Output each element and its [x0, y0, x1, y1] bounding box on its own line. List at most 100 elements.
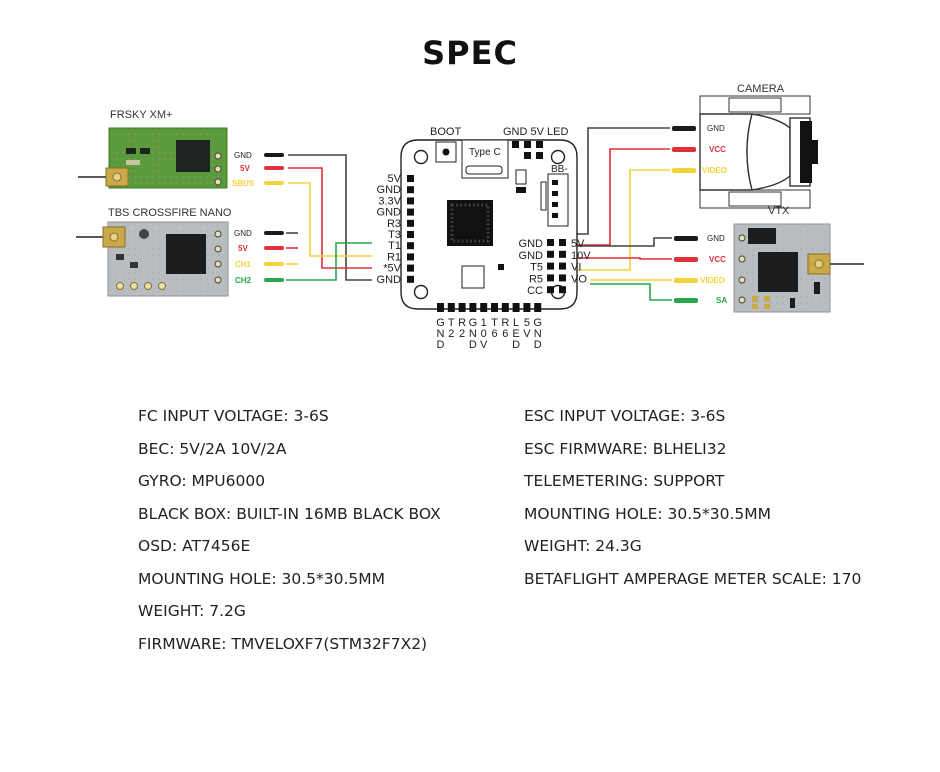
fc-bottom-pad-label: T [448, 317, 455, 329]
fc-bottom-pad-label: D [512, 339, 520, 351]
fc-right-pad-label-inner: GND [519, 238, 544, 250]
fc-right-pad [559, 286, 566, 294]
fc-bottom-pad-label: 0 [481, 328, 487, 340]
wires [286, 127, 672, 301]
fc-left-pad [407, 175, 414, 182]
fc-bottom-pad [523, 303, 531, 312]
fc-right-pad [559, 274, 566, 282]
fc-left-pad-label: *5V [383, 263, 401, 275]
fc-bottom-pad [501, 303, 509, 312]
fc-bottom-pad-label: L [513, 317, 519, 329]
frsky-receiver: FRSKY XM+ GND 5V SBUS [78, 109, 255, 189]
wire-cam-gnd [568, 127, 670, 235]
fc-mount-hole [550, 149, 566, 165]
fc-bottom-pad-label: N [437, 328, 445, 340]
fc-left-pad [407, 186, 414, 194]
fc-bottom-pad-label: R [501, 317, 509, 329]
spec-list-right: ESC INPUT VOLTAGE: 3-6S ESC FIRMWARE: BL… [524, 404, 861, 599]
fc-bottom-pad-label: V [480, 339, 488, 351]
vtx-name: VTX [768, 205, 790, 217]
fc-bottom-pad-label: R [458, 317, 466, 329]
fc-left-pad [407, 208, 414, 216]
fc-bottom-pad-label: 6 [491, 328, 497, 340]
fc-right-pad [559, 239, 566, 246]
spec-item: BLACK BOX: BUILT-IN 16MB BLACK BOX [138, 504, 441, 523]
spec-item: ESC INPUT VOLTAGE: 3-6S [524, 407, 726, 425]
frsky-pin-gnd: GND [234, 151, 252, 160]
fc-left-pad-label: T3 [388, 229, 401, 241]
fc-bottom-pad-label: D [534, 339, 542, 351]
fc-bottom-pad-label: G [469, 317, 478, 329]
fc-bottom-pad [458, 303, 466, 312]
crossfire-chip [166, 234, 206, 274]
crossfire-pin-ch2: CH2 [235, 276, 252, 285]
fc-left-pad [407, 275, 414, 283]
fc-right-pad [559, 250, 566, 258]
fc-mcu-chip [447, 200, 493, 246]
wire-frsky-gnd [288, 154, 372, 281]
fc-left-pad [407, 264, 414, 272]
spec-item: OSD: AT7456E [138, 537, 251, 555]
fc-left-pad [407, 231, 414, 238]
spec-item: BEC: 5V/2A 10V/2A [138, 439, 287, 458]
fc-boot-label: BOOT [430, 126, 461, 138]
crossfire-pin-5v: 5V [238, 244, 248, 253]
connector-stubs [264, 126, 698, 303]
flight-controller: BOOT GND 5V LED Type C BB- [377, 126, 592, 351]
vtx-pin-vcc: VCC [709, 255, 726, 264]
fc-bottom-pad-label: 1 [481, 317, 487, 329]
vtx-pin-sa: SA [716, 296, 727, 305]
page-title: SPEC [422, 34, 518, 72]
fc-bottom-pad-label: T [491, 317, 498, 329]
spec-item: TELEMETERING: SUPPORT [524, 472, 725, 490]
wire-frsky-sbus [288, 182, 372, 257]
fc-right-pad-label-inner: T5 [530, 262, 543, 274]
crossfire-name: TBS CROSSFIRE NANO [108, 207, 232, 219]
fc-bottom-pad-label: V [523, 328, 531, 340]
vtx-pin-video: VIDEO [700, 276, 725, 285]
fc-usb-label: Type C [469, 147, 501, 158]
spec-item: WEIGHT: 24.3G [524, 537, 642, 555]
crossfire-pin-gnd: GND [234, 229, 252, 238]
wire-vtx-sa [590, 283, 672, 301]
fc-bottom-pad-label: D [437, 339, 445, 351]
spec-list-left: FC INPUT VOLTAGE: 3-6S BEC: 5V/2A 10V/2A… [138, 404, 441, 664]
camera: CAMERA GND VCC VIDEO [699, 83, 818, 209]
fc-right-pad-label-inner: CC [527, 285, 543, 297]
wire-vtx-gnd [568, 237, 672, 247]
fc-left-pad-label: GND [377, 207, 402, 219]
fc-left-pad [407, 219, 414, 227]
spec-item: BETAFLIGHT AMPERAGE METER SCALE: 170 [524, 569, 862, 588]
fc-right-pad-label-outer: VO [571, 273, 587, 285]
frsky-pin-5v: 5V [240, 164, 250, 173]
fc-left-pad-label: 5V [388, 173, 402, 185]
fc-bottom-pad-label: N [469, 328, 477, 340]
vtx-chip [758, 252, 798, 292]
fc-bottom-pad-label: G [533, 317, 542, 329]
fc-bottom-pad [469, 303, 477, 312]
fc-mount-hole [413, 149, 429, 165]
wire-crsf-ch2 [286, 242, 372, 281]
fc-left-pad-label: T1 [388, 240, 401, 252]
spec-item: MOUNTING HOLE: 30.5*30.5MM [524, 504, 772, 523]
fc-mount-hole [413, 284, 429, 300]
fc-right-pad [559, 262, 566, 270]
fc-right-pad [547, 286, 554, 294]
fc-bottom-pad-label: 5 [524, 317, 530, 329]
fc-right-pad-label-outer: 10V [571, 250, 591, 262]
spec-item: FIRMWARE: TMVELOXF7(STM32F7X2) [138, 634, 428, 653]
fc-bottom-pad-label: 6 [502, 328, 508, 340]
fc-bb-label: BB- [551, 164, 568, 175]
spec-item: GYRO: MPU6000 [138, 472, 266, 490]
fc-led-label: GND 5V LED [503, 126, 568, 138]
spec-item: FC INPUT VOLTAGE: 3-6S [138, 407, 329, 425]
vtx-pin-gnd: GND [707, 234, 725, 243]
fc-left-pad-label: R3 [387, 218, 401, 230]
wire-vtx-vcc [568, 257, 672, 260]
spec-item: MOUNTING HOLE: 30.5*30.5MM [138, 569, 386, 588]
camera-pin-gnd: GND [707, 124, 725, 133]
fc-bottom-pad-label: D [469, 339, 477, 351]
wire-frsky-5v [288, 167, 372, 269]
